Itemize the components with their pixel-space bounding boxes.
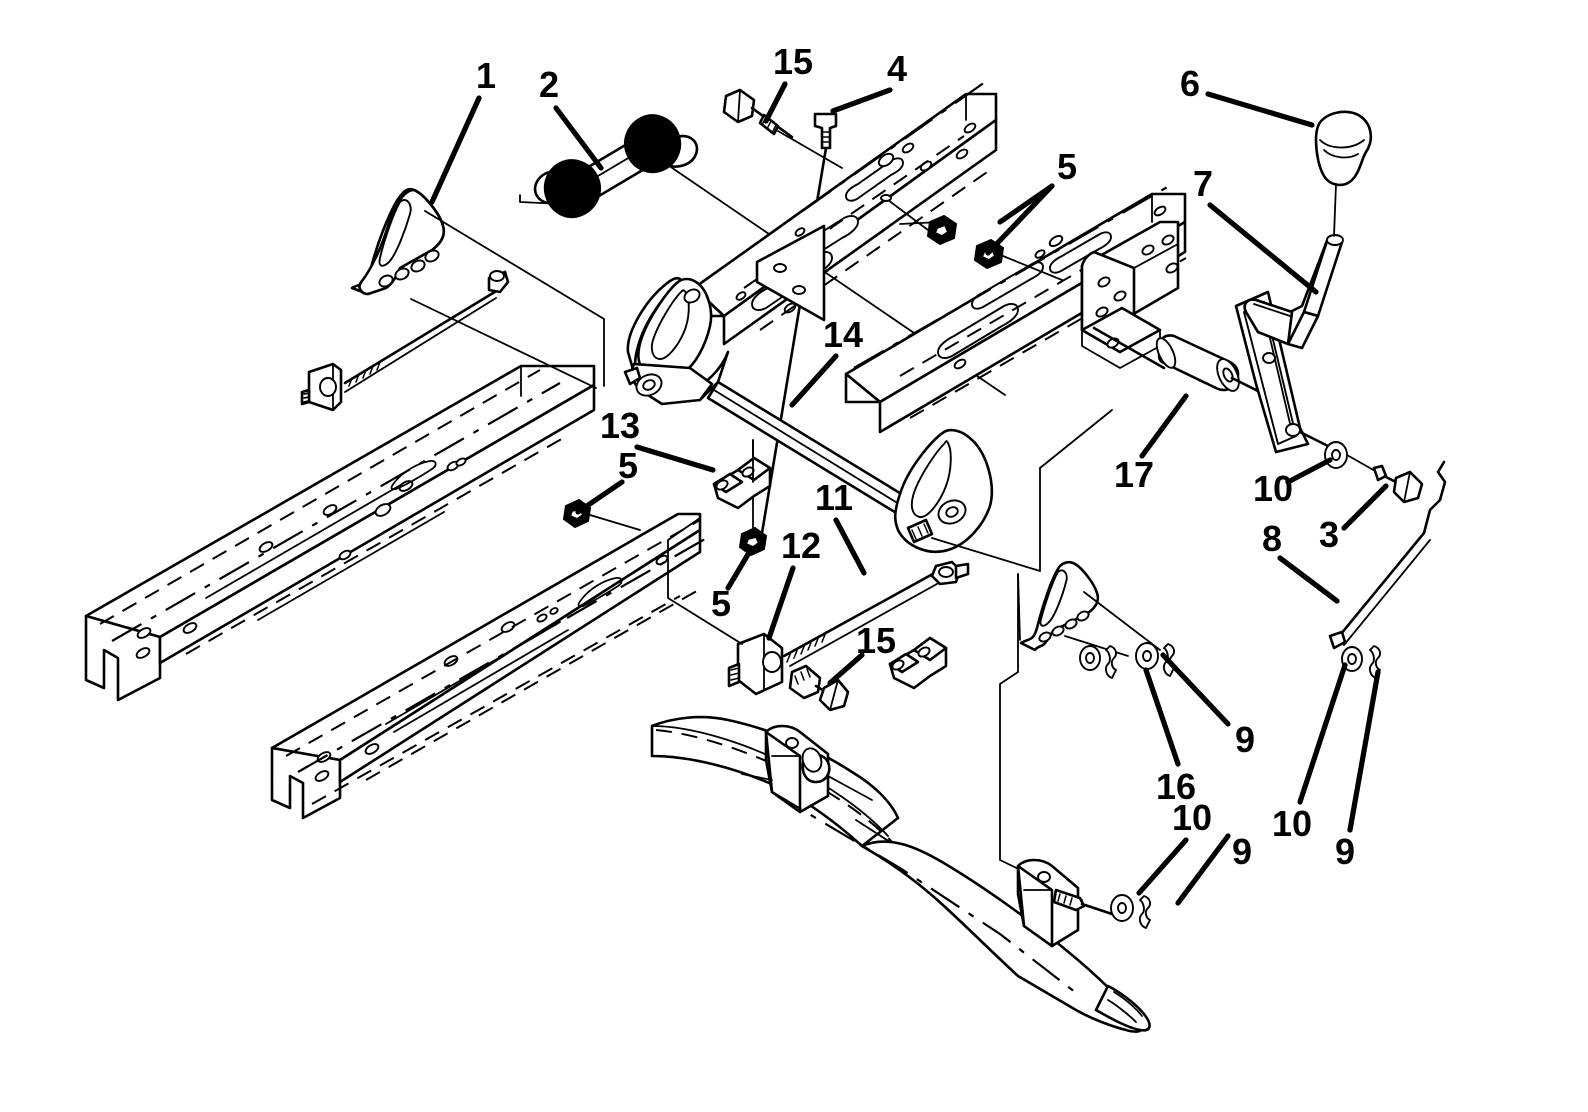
frame-rail-upper-left — [84, 364, 596, 702]
callout-label-10-a: 10 — [1252, 468, 1294, 509]
callout-label-13: 13 — [599, 405, 641, 446]
callout-label-8: 8 — [1261, 518, 1283, 559]
part-hex-bolt-lower — [1372, 464, 1424, 504]
washer-cotter-bottom — [1110, 894, 1152, 929]
callout-label-1: 1 — [475, 55, 497, 96]
part-lock-nut-a — [880, 194, 958, 246]
callout-label-14: 14 — [822, 314, 864, 355]
callout-label-11: 11 — [814, 477, 854, 518]
part-roller-spacer — [1155, 334, 1274, 400]
callout-label-9-c: 9 — [1334, 831, 1356, 872]
callout-label-5-top: 5 — [1056, 146, 1078, 187]
part-u-clamp-upper — [712, 439, 772, 510]
washer-cotter-right — [1341, 645, 1382, 679]
part-rod-end-clevis — [667, 517, 784, 696]
part-lever-knob — [1314, 110, 1373, 237]
part-u-clamp-lower — [888, 636, 948, 690]
frame-rail-lower-left — [270, 512, 713, 820]
part-lock-nut-c — [562, 498, 641, 531]
callout-label-15-upper: 15 — [772, 41, 814, 82]
part-lock-nut-d — [738, 439, 768, 557]
callout-label-17: 17 — [1113, 454, 1155, 495]
callout-label-10-c: 10 — [1271, 803, 1313, 844]
threaded-rod-assembly-left — [300, 270, 510, 412]
part-trip-bracket — [350, 187, 605, 389]
callout-label-5-low: 5 — [710, 583, 732, 624]
callout-label-9-a: 9 — [1234, 719, 1256, 760]
washer-cotter-a — [1079, 645, 1118, 679]
callout-label-12: 12 — [780, 525, 822, 566]
callout-label-7: 7 — [1192, 163, 1214, 204]
part-pivot-shaft — [623, 276, 1113, 572]
callout-label-3: 3 — [1318, 514, 1340, 555]
callout-label-4: 4 — [886, 48, 908, 89]
callout-label-2: 2 — [538, 64, 560, 105]
bracket-plate-right — [1080, 220, 1180, 370]
part-adjusting-rod — [782, 560, 970, 667]
callout-label-10-b: 10 — [1171, 797, 1213, 838]
callout-label-15-mid: 15 — [855, 620, 897, 661]
callout-label-9-b: 9 — [1231, 831, 1253, 872]
trip-bracket-lower — [999, 560, 1161, 901]
part-lift-lever — [1234, 234, 1344, 454]
callout-leaders — [429, 81, 1389, 906]
callout-label-16: 16 — [1155, 766, 1197, 807]
moldboard-plow-assembly — [650, 715, 1151, 1033]
callout-label-5-mid: 5 — [617, 445, 639, 486]
callout-label-6: 6 — [1179, 63, 1201, 104]
part-bent-link-rod — [1328, 460, 1447, 650]
frame-rail-center-upper — [692, 81, 998, 346]
part-hex-bolt-mid — [788, 664, 850, 712]
